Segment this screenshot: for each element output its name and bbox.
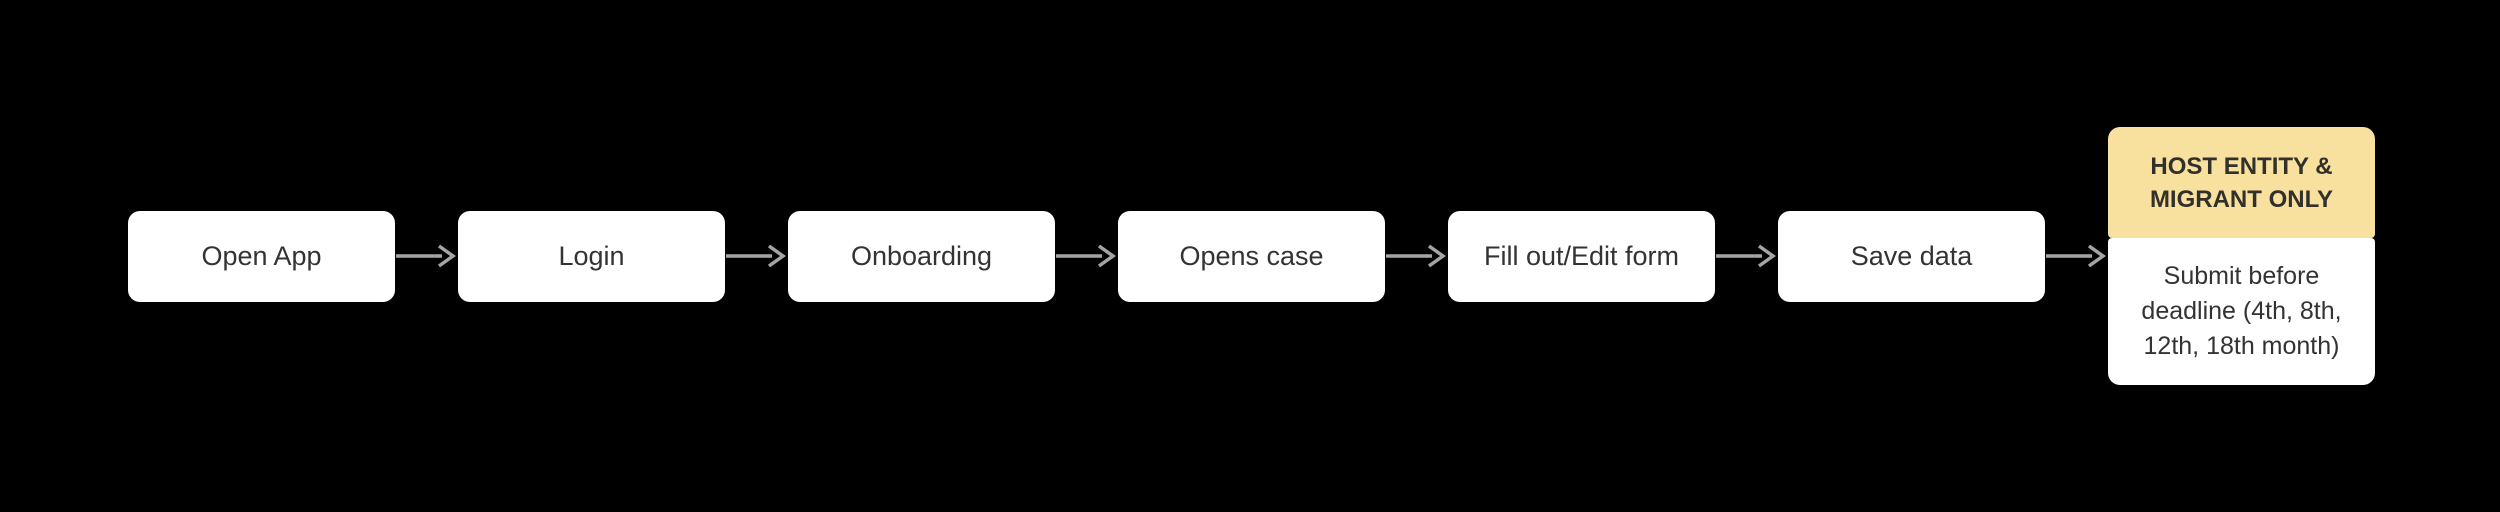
- flow-arrow-icon: [396, 244, 457, 268]
- step-label: Opens case: [1179, 240, 1324, 271]
- final-header-line: HOST ENTITY &: [2150, 152, 2333, 180]
- final-body-line: deadline (4th, 8th,: [2141, 297, 2342, 325]
- final-header-line: MIGRANT ONLY: [2149, 185, 2334, 213]
- flow-row: Open App Login Onboarding Opens case: [128, 0, 2375, 512]
- final-body-line: 12th, 18th month): [2143, 332, 2340, 360]
- flow-arrow-icon: [1716, 244, 1777, 268]
- flow-step-opens-case[interactable]: Opens case: [1118, 210, 1385, 302]
- step-label: Onboarding: [850, 240, 993, 271]
- flow-arrow-icon: [2046, 244, 2107, 268]
- flow-arrow-icon: [726, 244, 787, 268]
- final-body-line: Submit before: [2163, 262, 2320, 290]
- step-label: Fill out/Edit form: [1483, 240, 1680, 271]
- flow-step-fill-out-edit-form[interactable]: Fill out/Edit form: [1448, 210, 1715, 302]
- final-step-body-submit-deadline: Submit before deadline (4th, 8th, 12th, …: [2108, 238, 2375, 385]
- flow-step-save-data[interactable]: Save data: [1778, 210, 2045, 302]
- flow-step-submit-before-deadline[interactable]: HOST ENTITY & MIGRANT ONLY Submit before…: [2108, 127, 2375, 385]
- step-label: Open App: [201, 240, 322, 271]
- flow-step-login[interactable]: Login: [458, 210, 725, 302]
- flow-step-onboarding[interactable]: Onboarding: [788, 210, 1055, 302]
- flow-arrow-icon: [1386, 244, 1447, 268]
- flow-step-open-app[interactable]: Open App: [128, 210, 395, 302]
- final-step-header-host-entity-migrant-only: HOST ENTITY & MIGRANT ONLY: [2108, 127, 2375, 238]
- step-label: Login: [558, 240, 625, 271]
- flow-arrow-icon: [1056, 244, 1117, 268]
- step-label: Save data: [1850, 240, 1973, 271]
